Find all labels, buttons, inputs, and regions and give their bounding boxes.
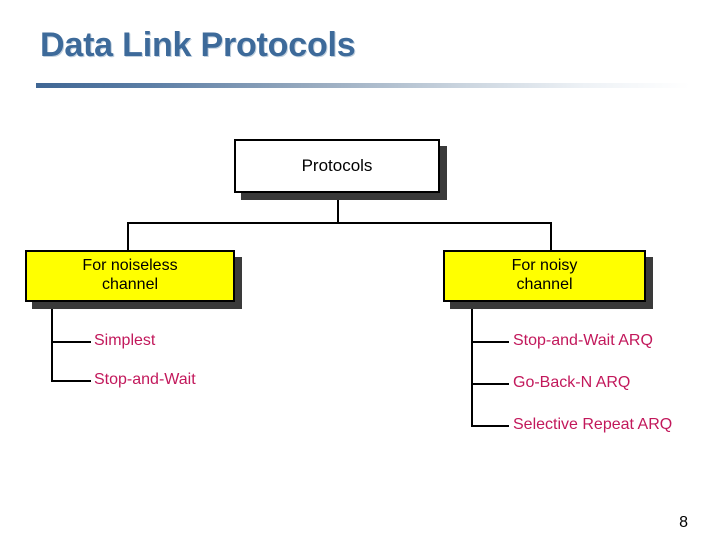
leaf-stop-and-wait: Stop-and-Wait [94, 371, 196, 388]
node-right-line2: channel [516, 276, 573, 293]
node-left-line2: channel [101, 276, 159, 293]
node-for-noisy-channel-label: For noisy channel [506, 257, 584, 295]
connector-drop-right [550, 222, 552, 252]
connector-stub-right-2 [471, 383, 509, 385]
title-underline-rule [36, 83, 690, 88]
connector-drop-left [127, 222, 129, 252]
node-for-noiseless-channel-label: For noiseless channel [76, 257, 183, 295]
leaf-go-back-n-arq: Go-Back-N ARQ [513, 374, 631, 391]
leaf-simplest: Simplest [94, 332, 156, 349]
page-title: Data Link Protocols [40, 26, 356, 64]
connector-stub-right-1 [471, 341, 509, 343]
connector-stub-left-1 [51, 341, 91, 343]
connector-root-stem [337, 195, 339, 223]
node-left-line1: For noiseless [82, 257, 178, 275]
connector-stub-left-2 [51, 380, 91, 382]
node-protocols-label: Protocols [301, 155, 373, 175]
page-number: 8 [679, 514, 688, 531]
node-right-line1: For noisy [511, 257, 578, 275]
connector-horizontal-bus [127, 222, 552, 224]
leaf-selective-repeat-arq: Selective Repeat ARQ [513, 416, 673, 433]
node-for-noiseless-channel: For noiseless channel [25, 250, 235, 302]
connector-spine-right [471, 302, 473, 427]
node-protocols: Protocols [234, 139, 440, 193]
leaf-stop-and-wait-arq: Stop-and-Wait ARQ [513, 332, 653, 349]
connector-stub-right-3 [471, 425, 509, 427]
node-for-noisy-channel: For noisy channel [443, 250, 646, 302]
